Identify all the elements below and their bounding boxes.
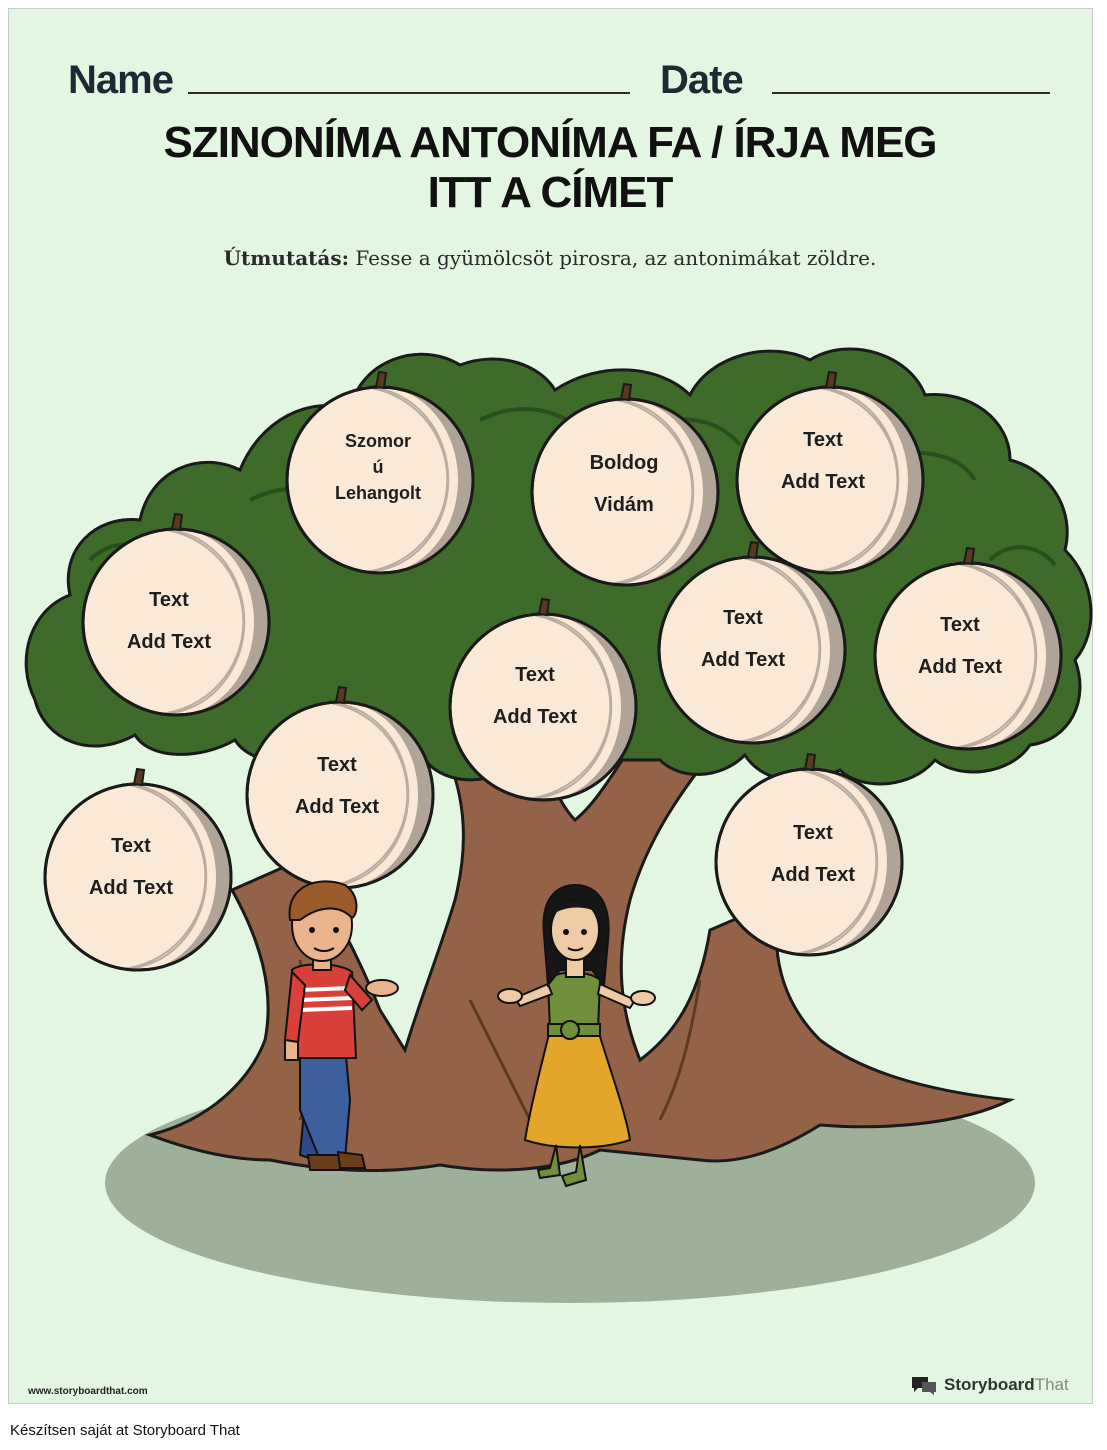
girl-character — [497, 883, 656, 1188]
fruit-label-1[interactable]: Szomor ú Lehangolt — [335, 431, 421, 503]
footer-caption: Készítsen saját at Storyboard That — [10, 1422, 240, 1439]
instructions-label: Útmutatás: — [223, 246, 350, 270]
date-label: Date — [660, 58, 744, 102]
fruit-label-6[interactable]: Text Add Text — [917, 614, 1003, 678]
fruit-label-8[interactable]: Text Add Text — [294, 754, 380, 818]
instructions: Útmutatás: Fesse a gyümölcsöt pirosra, a… — [150, 246, 950, 270]
fruit-label-5[interactable]: Text Add Text — [700, 607, 786, 671]
name-line[interactable] — [188, 92, 630, 94]
page-title: SZINONÍMA ANTONÍMA FA / ÍRJA MEG ITT A C… — [163, 118, 937, 217]
date-line[interactable] — [772, 92, 1050, 94]
boy-character — [283, 880, 399, 1171]
fruit-label-2[interactable]: Boldog Vidám — [589, 452, 659, 516]
name-label: Name — [68, 58, 174, 102]
tree-illustration — [24, 347, 1093, 1303]
fruit-label-10[interactable]: Text Add Text — [770, 822, 856, 886]
speech-bubble-icon — [912, 1377, 936, 1395]
fruit-label-4[interactable]: Text Add Text — [126, 589, 212, 653]
fruit-label-7[interactable]: Text Add Text — [492, 664, 578, 728]
instructions-text: Fesse a gyümölcsöt pirosra, az antonimák… — [349, 246, 877, 270]
website-url[interactable]: www.storyboardthat.com — [28, 1386, 148, 1397]
fruit-label-9[interactable]: Text Add Text — [88, 835, 174, 899]
fruit-label-3[interactable]: Text Add Text — [780, 429, 866, 493]
